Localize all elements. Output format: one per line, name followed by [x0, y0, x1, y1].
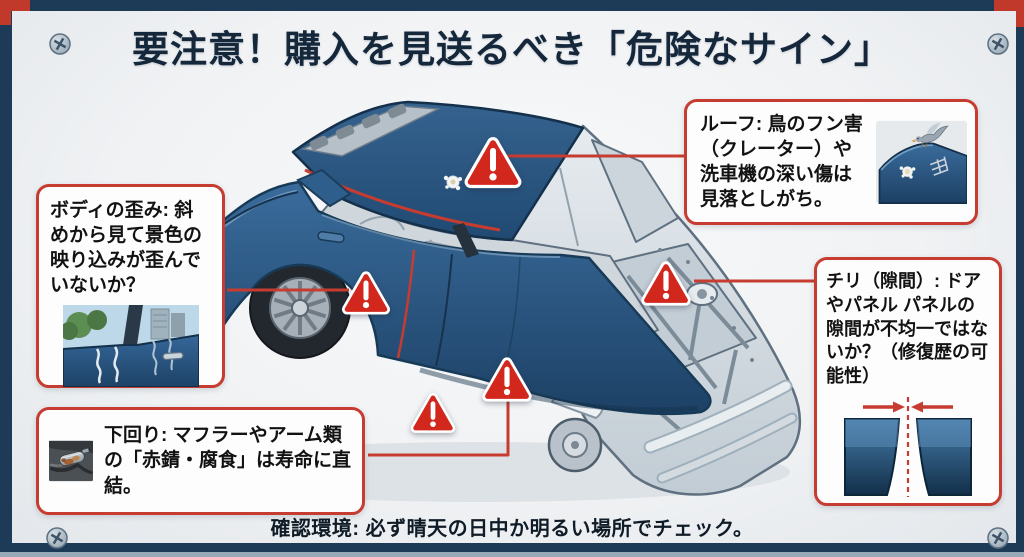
door-gap-line	[396, 249, 416, 359]
screw-icon	[46, 527, 68, 549]
frame-corner-accent	[0, 0, 11, 25]
roof-damage-image	[876, 120, 967, 204]
frame-border-bottom-strip	[0, 552, 1024, 557]
screw-icon	[987, 33, 1009, 55]
callout-roof-text: ルーフ: 鳥のフン害（クレーター）や洗車機の深い傷は見落としがち。	[700, 113, 863, 211]
frame-corner-accent	[1016, 0, 1024, 27]
screw-icon	[987, 527, 1009, 549]
screw-icon	[49, 33, 71, 55]
bird-icon	[911, 122, 949, 149]
callout-underbody: 下回り: マフラーやアーム類の「赤錆・腐食」は寿命に直結。	[36, 407, 365, 515]
frame-border-top	[0, 0, 1024, 11]
footer-note: 確認環境: 必ず晴天の日中か明るい場所でチェック。	[270, 518, 754, 540]
frame-corner-accent	[994, 0, 1024, 11]
frame-corner-accent	[0, 0, 30, 11]
c-pillar	[296, 168, 352, 208]
panel-gap-image	[844, 396, 972, 497]
frame-border-bottom	[0, 543, 1024, 552]
callout-connectors	[227, 154, 818, 457]
callout-body-distortion: ボディの歪み: 斜めから見て景色の映り込みが歪んでいないか？	[36, 184, 225, 388]
callout-underbody-text: 下回り: マフラーやアーム類の「赤錆・腐食」は寿命に直結。	[103, 425, 351, 497]
scratch-marks	[929, 156, 949, 176]
page-title: 要注意！購入を見送るべき「危険なサイン」	[132, 29, 892, 70]
warning-triangle-icon	[342, 271, 390, 315]
splat	[899, 166, 916, 179]
b-pillar	[452, 223, 479, 258]
warning-triangle-icon	[410, 393, 456, 433]
callout-panel-gap-text: チリ（隙間）: ドアやパネル パネルの隙間が不均一ではないか？（修復歴の可能性）	[826, 271, 988, 386]
rear-wheel	[249, 257, 351, 359]
roof-panel	[291, 100, 585, 242]
callout-body-distortion-text: ボディの歪み: 斜めから見て景色の映り込みが歪んでいないか？	[50, 200, 203, 297]
warning-triangle-icon	[464, 137, 522, 189]
warning-triangle-icon	[641, 261, 691, 306]
rust-muffler-image	[49, 440, 93, 482]
callout-roof: ルーフ: 鳥のフン害（クレーター）や洗車機の深い傷は見落としがち。	[684, 99, 978, 225]
warning-triangle-icon	[482, 357, 532, 402]
frame-border-left	[0, 0, 12, 557]
body-reflection-image	[62, 305, 199, 388]
frame-border-right	[1016, 0, 1024, 557]
door-handle	[317, 230, 345, 244]
bird-dropping-splat	[443, 175, 462, 191]
wavy-reflections	[95, 338, 173, 384]
callout-panel-gap: チリ（隙間）: ドアやパネル パネルの隙間が不均一ではないか？（修復歴の可能性）	[814, 257, 1002, 506]
door-handle	[161, 352, 184, 361]
